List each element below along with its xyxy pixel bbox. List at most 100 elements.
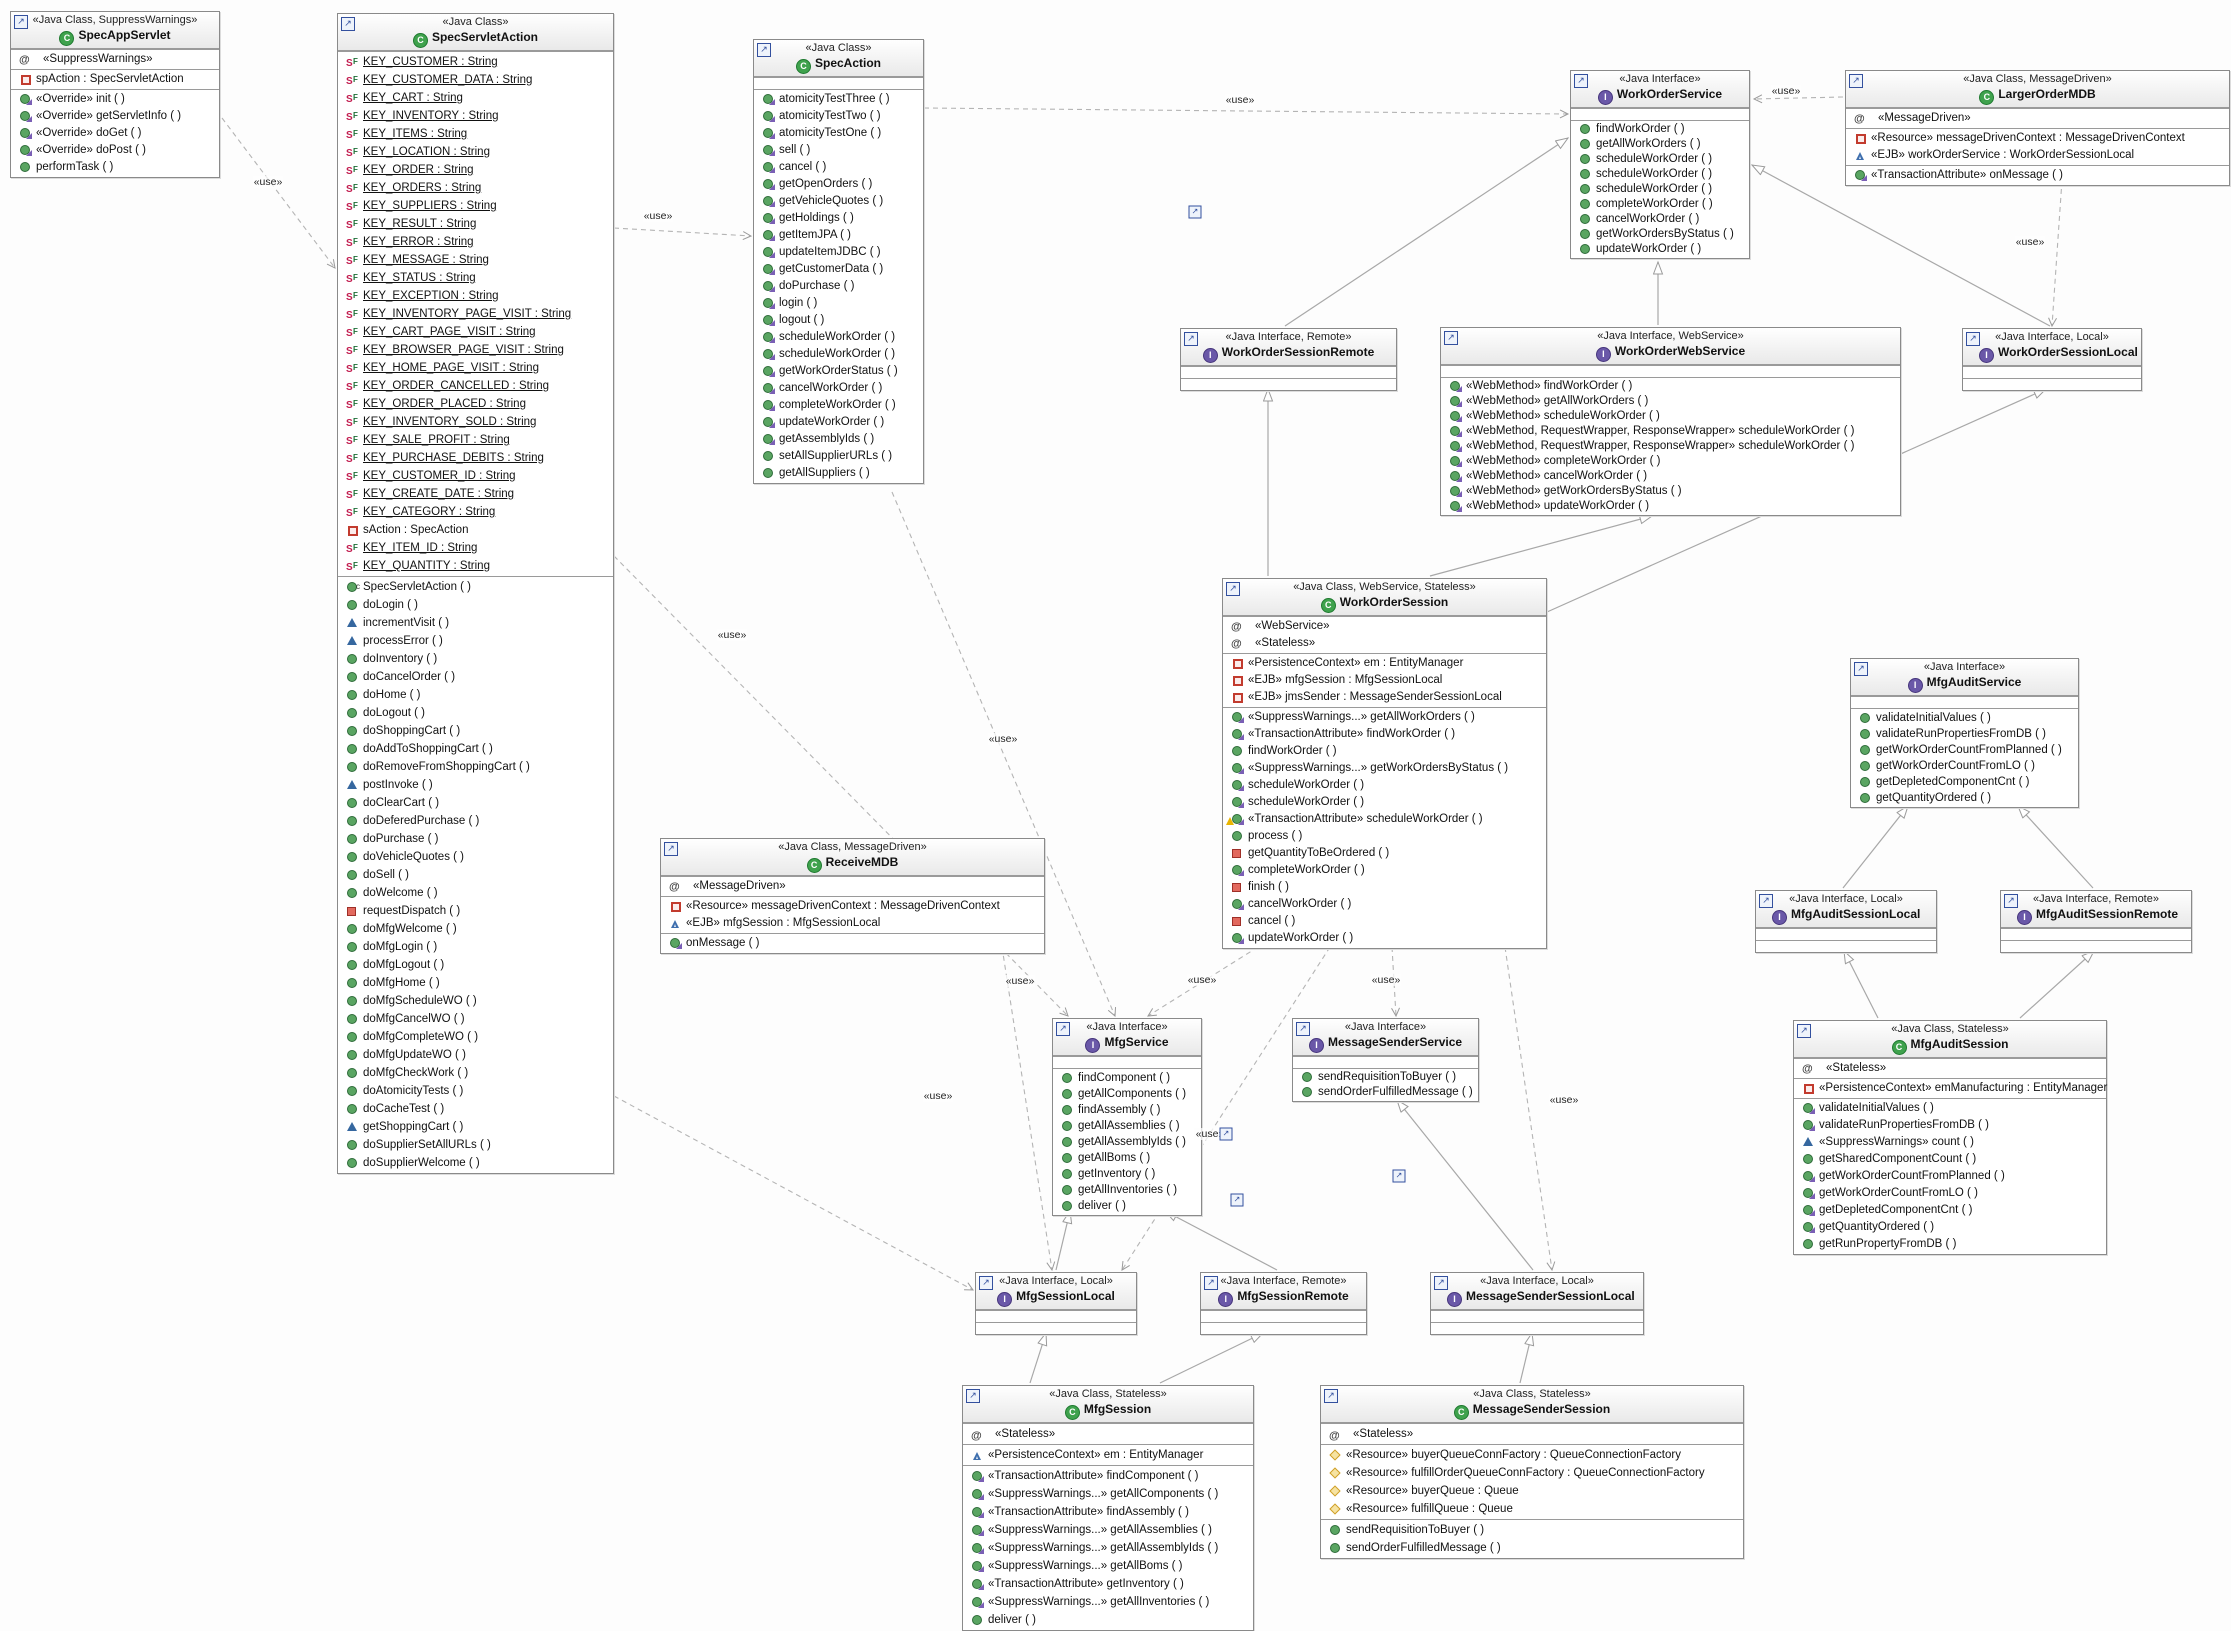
member-row[interactable]: «TransactionAttribute» scheduleWorkOrder… <box>1223 811 1546 828</box>
member-row[interactable]: «WebService» <box>1223 618 1546 636</box>
expand-icon[interactable]: ↗ <box>1056 1022 1070 1036</box>
member-row[interactable]: doVehicleQuotes ( ) <box>338 848 613 866</box>
dependency-edge[interactable] <box>1504 946 1556 1272</box>
member-row[interactable]: «WebMethod, RequestWrapper, ResponseWrap… <box>1441 439 1900 454</box>
member-row[interactable]: «EJB» workOrderService : WorkOrderSessio… <box>1846 147 2229 164</box>
member-row[interactable]: «WebMethod» getAllWorkOrders ( ) <box>1441 394 1900 409</box>
member-row[interactable]: doMfgUpdateWO ( ) <box>338 1046 613 1064</box>
member-row[interactable]: doInventory ( ) <box>338 650 613 668</box>
member-row[interactable]: doPurchase ( ) <box>338 830 613 848</box>
dependency-edge[interactable] <box>221 117 336 269</box>
member-row[interactable]: updateWorkOrder ( ) <box>754 414 923 431</box>
class-SpecServletAction[interactable]: ↗«Java Class»CSpecServletActionKEY_CUSTO… <box>337 13 614 1174</box>
member-row[interactable]: incrementVisit ( ) <box>338 614 613 632</box>
expand-icon[interactable]: ↗ <box>1966 332 1980 346</box>
member-row[interactable]: doPurchase ( ) <box>754 278 923 295</box>
member-row[interactable]: getWorkOrderCountFromLO ( ) <box>1794 1185 2106 1202</box>
generalization-edge[interactable] <box>2019 951 2094 1019</box>
member-row[interactable]: «WebMethod» getWorkOrdersByStatus ( ) <box>1441 484 1900 499</box>
member-row[interactable]: doMfgLogin ( ) <box>338 938 613 956</box>
member-row[interactable]: «SuppressWarnings...» getWorkOrdersBySta… <box>1223 760 1546 777</box>
member-row[interactable]: KEY_HOME_PAGE_VISIT : String <box>338 359 613 379</box>
member-row[interactable]: findWorkOrder ( ) <box>1571 122 1749 137</box>
member-row[interactable]: sendOrderFulfilledMessage ( ) <box>1293 1085 1478 1100</box>
class-MfgSession[interactable]: ↗«Java Class, Stateless»CMfgSession«Stat… <box>962 1385 1254 1631</box>
member-row[interactable]: getAllInventories ( ) <box>1053 1182 1201 1198</box>
member-row[interactable]: KEY_BROWSER_PAGE_VISIT : String <box>338 341 613 361</box>
member-row[interactable]: validateRunPropertiesFromDB ( ) <box>1794 1117 2106 1134</box>
member-row[interactable]: sAction : SpecAction <box>338 521 613 539</box>
member-row[interactable]: doLogin ( ) <box>338 596 613 614</box>
member-row[interactable]: KEY_STATUS : String <box>338 269 613 289</box>
member-row[interactable]: setAllSupplierURLs ( ) <box>754 448 923 465</box>
member-row[interactable]: getWorkOrdersByStatus ( ) <box>1571 227 1749 242</box>
member-row[interactable]: getAllComponents ( ) <box>1053 1086 1201 1102</box>
member-row[interactable]: findComponent ( ) <box>1053 1070 1201 1086</box>
dependency-edge[interactable] <box>1121 946 1331 1271</box>
member-row[interactable]: doLogout ( ) <box>338 704 613 722</box>
member-row[interactable]: KEY_CATEGORY : String <box>338 503 613 523</box>
member-row[interactable]: sendRequisitionToBuyer ( ) <box>1321 1521 1743 1539</box>
member-row[interactable]: completeWorkOrder ( ) <box>1571 197 1749 212</box>
member-row[interactable]: atomicityTestThree ( ) <box>754 91 923 108</box>
member-row[interactable]: «PersistenceContext» em : EntityManager <box>963 1446 1253 1464</box>
dependency-edge[interactable] <box>923 107 1570 119</box>
member-row[interactable]: scheduleWorkOrder ( ) <box>754 346 923 363</box>
member-row[interactable]: KEY_ERROR : String <box>338 233 613 253</box>
member-row[interactable]: scheduleWorkOrder ( ) <box>1571 167 1749 182</box>
member-row[interactable]: «WebMethod» findWorkOrder ( ) <box>1441 379 1900 394</box>
generalization-edge[interactable] <box>1165 1211 1278 1271</box>
member-row[interactable]: «WebMethod» scheduleWorkOrder ( ) <box>1441 409 1900 424</box>
member-row[interactable]: getWorkOrderCountFromPlanned ( ) <box>1851 742 2078 758</box>
expand-icon[interactable]: ↗ <box>1849 74 1863 88</box>
expand-icon[interactable]: ↗ <box>1324 1389 1338 1403</box>
edge-expand-icon[interactable]: ↗ <box>1188 205 1202 219</box>
member-row[interactable]: KEY_INVENTORY : String <box>338 107 613 127</box>
member-row[interactable]: validateRunPropertiesFromDB ( ) <box>1851 726 2078 742</box>
member-row[interactable]: updateItemJDBC ( ) <box>754 244 923 261</box>
member-row[interactable]: performTask ( ) <box>11 159 219 176</box>
member-row[interactable]: getAllWorkOrders ( ) <box>1571 137 1749 152</box>
member-row[interactable]: cancel ( ) <box>1223 913 1546 930</box>
member-row[interactable]: doCacheTest ( ) <box>338 1100 613 1118</box>
member-row[interactable]: validateInitialValues ( ) <box>1851 710 2078 726</box>
member-row[interactable]: doClearCart ( ) <box>338 794 613 812</box>
member-row[interactable]: doMfgCancelWO ( ) <box>338 1010 613 1028</box>
member-row[interactable]: «SuppressWarnings...» getAllAssemblyIds … <box>963 1539 1253 1557</box>
member-row[interactable]: getAllSuppliers ( ) <box>754 465 923 482</box>
expand-icon[interactable]: ↗ <box>1759 894 1773 908</box>
member-row[interactable]: getRunPropertyFromDB ( ) <box>1794 1236 2106 1253</box>
member-row[interactable]: KEY_SUPPLIERS : String <box>338 197 613 217</box>
member-row[interactable]: getAllAssemblyIds ( ) <box>1053 1134 1201 1150</box>
member-row[interactable]: «Resource» buyerQueue : Queue <box>1321 1482 1743 1500</box>
member-row[interactable]: «PersistenceContext» emManufacturing : E… <box>1794 1080 2107 1097</box>
member-row[interactable]: completeWorkOrder ( ) <box>754 397 923 414</box>
member-row[interactable]: getWorkOrderStatus ( ) <box>754 363 923 380</box>
generalization-edge[interactable] <box>1519 1333 1532 1384</box>
generalization-edge[interactable] <box>1752 165 2051 327</box>
member-row[interactable]: KEY_CART_PAGE_VISIT : String <box>338 323 613 343</box>
member-row[interactable]: deliver ( ) <box>1053 1198 1201 1214</box>
generalization-edge[interactable] <box>1055 1211 1070 1271</box>
member-row[interactable]: KEY_ORDER_CANCELLED : String <box>338 377 613 397</box>
member-row[interactable]: «EJB» mfgSession : MfgSessionLocal <box>1223 672 1546 689</box>
member-row[interactable]: getWorkOrderCountFromPlanned ( ) <box>1794 1168 2106 1185</box>
member-row[interactable]: doSupplierWelcome ( ) <box>338 1154 613 1172</box>
